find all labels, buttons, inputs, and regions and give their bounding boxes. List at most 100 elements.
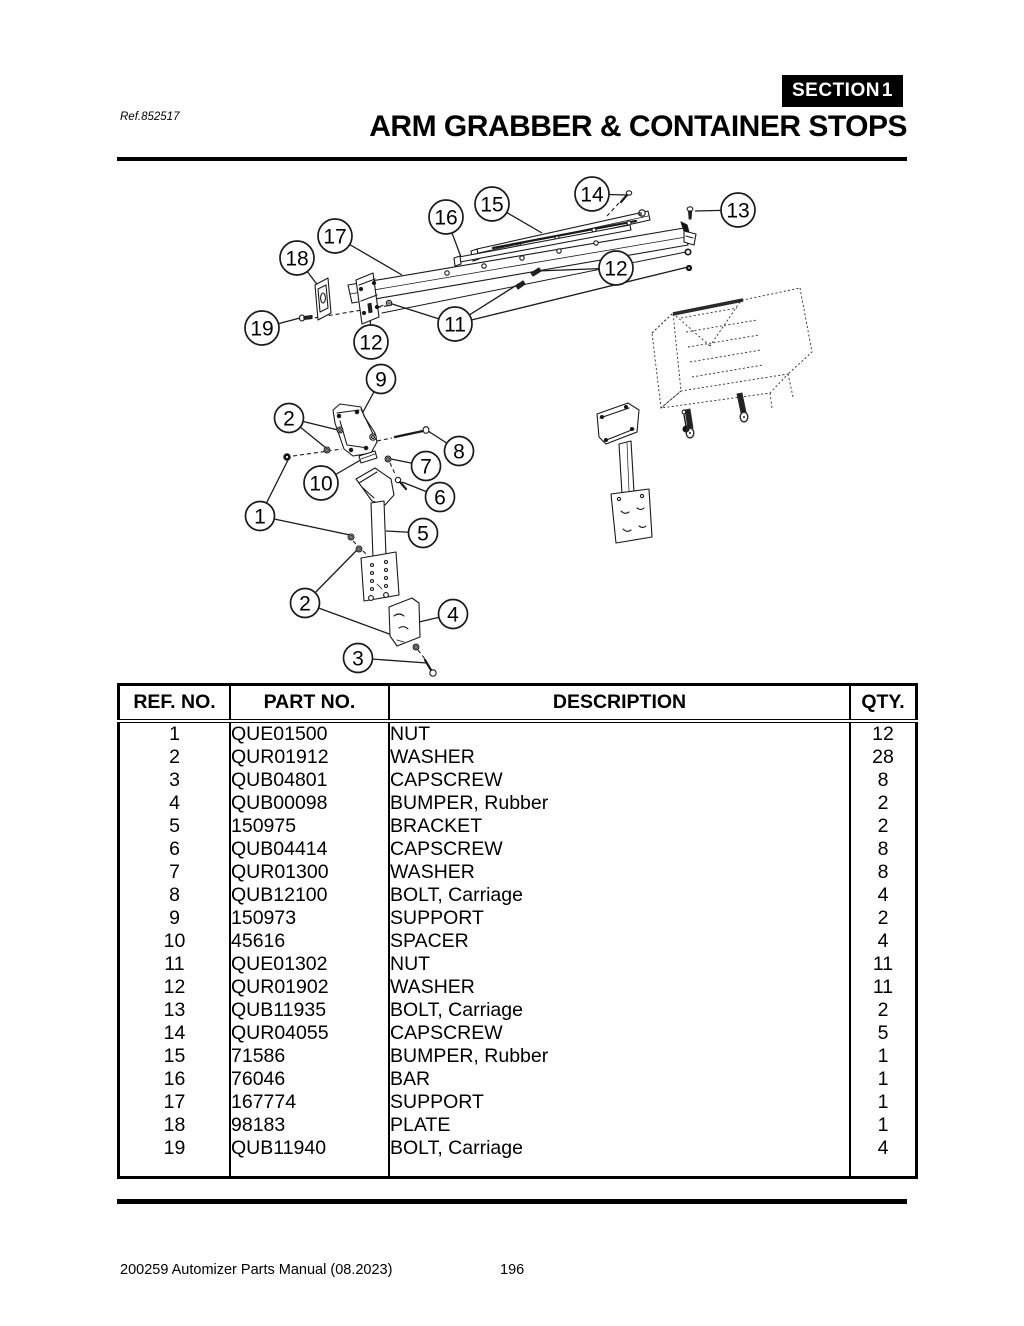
cell-part-no: 45616 [229,930,389,953]
callout-number: 18 [285,248,308,271]
leader-lines [259,193,739,664]
cell-description: SUPPORT [388,1091,850,1114]
cell-qty: 11 [849,976,917,999]
callout-3: 3 [342,642,374,674]
callout-10: 10 [303,465,339,501]
cell-description: WASHER [388,976,850,999]
cell-part-no: QUR01300 [229,861,389,884]
dashed-construction-line [376,437,393,442]
cell-part-no: 71586 [229,1045,389,1068]
cell-ref-no: 4 [169,791,180,814]
callout-circle [424,481,456,513]
callout-circle [342,642,374,674]
cell-ref-no: 1 [169,722,180,745]
callout-17: 17 [317,218,353,254]
callout-number: 4 [447,604,459,627]
cell-qty: 4 [849,930,917,953]
cell-part-no: 76046 [229,1068,389,1091]
callout-15: 15 [474,186,510,222]
title-rule [117,157,907,161]
cell-qty: 1 [849,1091,917,1114]
cell-part-no: QUR04055 [229,1022,389,1045]
callout-14: 14 [574,176,610,212]
callout-number: 1 [254,506,266,529]
callout-number: 17 [323,226,346,249]
cell-qty: 2 [849,815,917,838]
callout-5: 5 [407,517,439,549]
cell-ref-no: 17 [163,1090,186,1113]
callout-circle [410,450,442,482]
cell-ref-no: 16 [163,1067,186,1090]
callout-1: 1 [244,500,276,532]
container-outline-drawing [651,287,813,439]
callout-number: 15 [480,194,503,217]
cell-part-no: 167774 [229,1091,389,1114]
col-header-0: REF. NO. [118,684,230,723]
callout-circle [273,402,305,434]
cell-qty: 2 [849,792,917,815]
cell-description: CAPSCREW [388,769,850,792]
cell-description: BUMPER, Rubber [388,1045,850,1068]
section-badge: SECTION 1 [782,75,903,107]
callout-circle [720,192,756,228]
callout-18: 18 [279,240,315,276]
callout-2: 2 [289,587,321,619]
cell-ref-no: 5 [169,814,180,837]
col-header-1: PART NO. [229,684,389,723]
callout-11: 11 [437,306,473,342]
page-title: ARM GRABBER & CONTAINER STOPS [369,110,907,143]
cell-ref-no: 15 [163,1044,186,1067]
ref-number: Ref.852517 [120,111,180,123]
cell-qty: 12 [849,721,917,746]
bumper-strip-drawing [453,190,651,267]
callout-number: 12 [359,332,382,355]
cell-ref-no: 3 [169,768,180,791]
footer-page-number: 196 [500,1262,525,1278]
cell-ref-no: 13 [163,998,186,1021]
cell-description: BRACKET [388,815,850,838]
cell-ref-no: 14 [163,1021,186,1044]
callout-circle [437,306,473,342]
cell-qty: 28 [849,746,917,769]
cell-part-no: QUR01912 [229,746,389,769]
cell-qty: 2 [849,907,917,930]
cell-part-no: QUE01500 [229,721,389,746]
cell-ref-no: 12 [163,975,186,998]
callout-circle [407,517,439,549]
callout-circle [353,324,389,360]
cell-qty: 8 [849,861,917,884]
cell-qty: 2 [849,999,917,1022]
cell-qty: 4 [849,1137,917,1160]
callout-13: 13 [720,192,756,228]
dashed-construction-line [389,462,397,477]
section-word: SECTION [792,80,880,101]
cell-part-no: 150975 [229,815,389,838]
footer-rule [117,1199,907,1204]
cell-qty: 11 [849,953,917,976]
cell-description: BOLT, Carriage [388,884,850,907]
cell-part-no: QUB12100 [229,884,389,907]
cell-description: NUT [388,721,850,746]
dashed-construction-line [292,448,343,457]
cell-qty: 1 [849,1045,917,1068]
callout-circle [474,186,510,222]
cell-description: CAPSCREW [388,1022,850,1045]
cell-description: BOLT, Carriage [388,1137,850,1160]
cell-qty: 5 [849,1022,917,1045]
callout-number: 11 [444,314,466,337]
cell-description: SPACER [388,930,850,953]
cell-description: WASHER [388,746,850,769]
